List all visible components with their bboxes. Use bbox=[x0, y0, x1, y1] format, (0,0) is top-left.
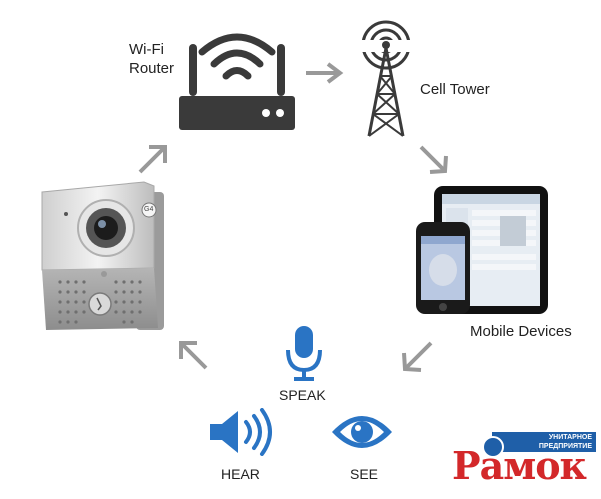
logo-subtitle-line1: УНИТАРНОЕ bbox=[548, 434, 592, 441]
cell-tower-label: Cell Tower bbox=[420, 81, 490, 98]
hear-label: HEAR bbox=[221, 466, 260, 482]
mobile-devices-label: Mobile Devices bbox=[470, 323, 572, 340]
doorbell-camera-image: G4 bbox=[36, 178, 168, 334]
arrow-up-left bbox=[176, 338, 210, 372]
router-label-line1: Wi-Fi bbox=[129, 41, 164, 58]
speak-label: SPEAK bbox=[279, 387, 326, 403]
arrow-down-right bbox=[418, 144, 450, 176]
router-label-line2: Router bbox=[129, 60, 175, 77]
logo-banner: УНИТАРНОЕ ПРЕДПРИЯТИЕ bbox=[492, 432, 596, 452]
microphone-icon bbox=[284, 324, 324, 384]
router-label: Wi-Fi Router bbox=[129, 40, 174, 78]
arrow-up-right bbox=[136, 142, 170, 176]
router-icon bbox=[178, 24, 296, 134]
cell-tower-icon bbox=[355, 18, 417, 138]
speaker-icon bbox=[208, 408, 274, 456]
mobile-devices-image bbox=[414, 186, 550, 316]
arrow-right bbox=[304, 62, 346, 84]
ramok-logo: УНИТАРНОЕ ПРЕДПРИЯТИЕ Рамок bbox=[452, 432, 597, 494]
eye-icon bbox=[330, 410, 394, 454]
arrow-down-left bbox=[398, 340, 434, 374]
doorbell-badge: G4 bbox=[144, 206, 154, 213]
logo-globe-icon bbox=[482, 436, 504, 458]
logo-subtitle-line2: ПРЕДПРИЯТИЕ bbox=[538, 443, 592, 450]
see-label: SEE bbox=[350, 466, 379, 482]
logo-wordmark: Рамок bbox=[452, 443, 587, 488]
